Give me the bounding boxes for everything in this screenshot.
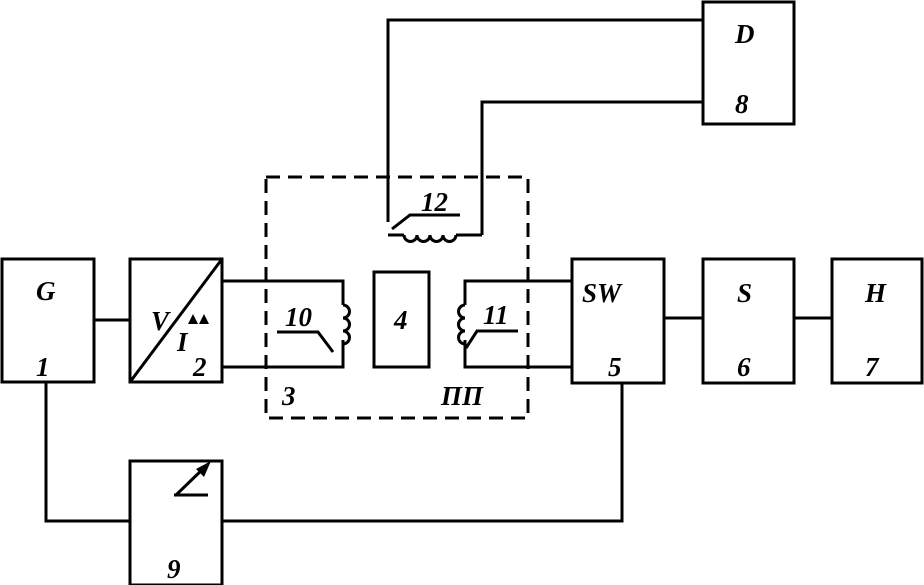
coil-10-pointer: [277, 330, 335, 353]
wire-coil11-sw-bottom: [463, 340, 572, 369]
wire-vi-coil10-top: [222, 279, 345, 305]
switch-block: [570, 257, 666, 385]
coil-11: [457, 303, 518, 349]
generator-number: 1: [36, 352, 50, 382]
coil-10-winding: [342, 303, 351, 346]
probe-unit-name: ПП: [440, 381, 484, 411]
coil-12: [388, 213, 482, 243]
coil-12-pointer: [391, 213, 460, 231]
regulator-block: [128, 459, 224, 585]
coil-12-label: 12: [421, 187, 448, 217]
d-number: 8: [735, 89, 749, 119]
h-block: [830, 257, 924, 385]
coil-11-pointer: [464, 329, 518, 349]
coil-11-winding: [457, 303, 466, 346]
coil-10: [277, 303, 351, 353]
wire-coil12-d-outer: [386, 18, 703, 222]
wire-coil12-d-inner: [480, 100, 703, 235]
wire-g-reg: [44, 382, 130, 523]
generator-block: [0, 257, 96, 384]
probe-unit-number: 3: [281, 381, 296, 411]
h-number: 7: [865, 352, 880, 382]
sample-block: [372, 270, 431, 369]
regulator-arrow-icon: [196, 461, 211, 477]
probe-enclosure: [264, 175, 530, 420]
vi-arrow-icon-2: [199, 314, 209, 324]
generator-letter: G: [36, 276, 56, 306]
sample-number: 4: [393, 305, 408, 335]
coil-12-winding: [402, 234, 458, 243]
vi-letter-v: V: [151, 306, 171, 336]
wire-vi-coil10-bottom: [222, 340, 345, 369]
coil-11-label: 11: [483, 300, 509, 330]
wire-reg-sw: [222, 383, 624, 523]
regulator-number: 9: [167, 554, 181, 584]
switch-number: 5: [608, 352, 622, 382]
s-block: [701, 257, 796, 385]
switch-letter: SW: [582, 278, 623, 308]
vi-letter-i: I: [176, 327, 189, 357]
d-block: [701, 0, 796, 126]
s-number: 6: [737, 352, 751, 382]
vi-arrow-icon-1: [188, 314, 198, 324]
s-letter: S: [737, 278, 752, 308]
vi-number: 2: [192, 352, 207, 382]
coil-10-label: 10: [285, 302, 313, 332]
h-letter: H: [864, 278, 887, 308]
wire-coil11-sw-top: [463, 279, 572, 305]
d-letter: D: [734, 19, 755, 49]
vi-diagonal: [128, 258, 224, 383]
wires: [44, 18, 832, 523]
